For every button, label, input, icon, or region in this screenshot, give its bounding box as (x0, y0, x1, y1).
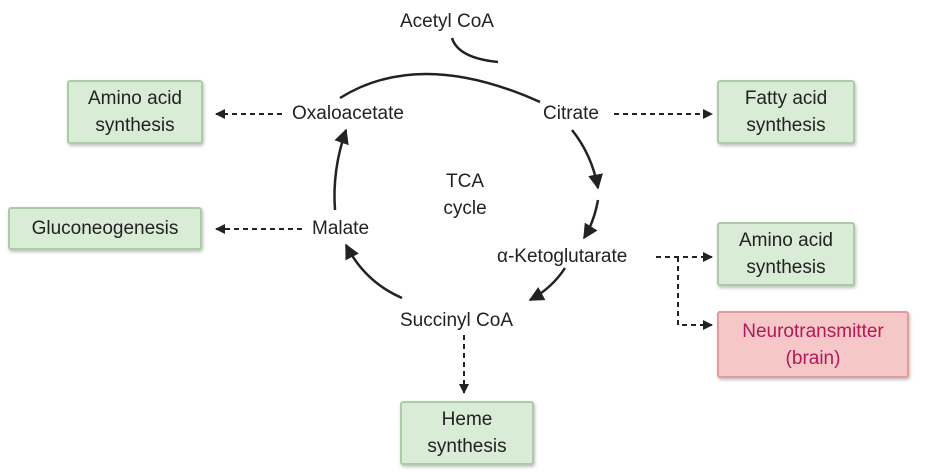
amino-acid-synthesis-left-box: Amino acid synthesis (67, 80, 203, 144)
tca-cycle-label: TCA cycle (420, 168, 510, 222)
acetyl-coa-label: Acetyl CoA (400, 11, 494, 32)
arc-oxaloacetate-to-citrate (339, 72, 541, 104)
tca-cycle-label-line1: TCA (446, 171, 484, 192)
box-line1: Heme (441, 409, 493, 430)
oxaloacetate-label: Oxaloacetate (292, 103, 404, 124)
box-line1: Gluconeogenesis (31, 218, 179, 239)
neurotransmitter-brain-box: Neurotransmitter (brain) (717, 311, 909, 378)
box-line2: (brain) (785, 347, 841, 369)
box-line2: synthesis (427, 436, 507, 457)
box-line2: synthesis (95, 115, 175, 136)
dashed-arrow-to-neurotransmitter (677, 257, 713, 330)
tca-cycle-label-line2: cycle (443, 198, 487, 219)
box-line1: Amino acid (88, 88, 182, 109)
gluconeogenesis-box: Gluconeogenesis (8, 207, 202, 250)
arc-citrate-to-ketoglutarate-1 (571, 129, 603, 190)
arc-citrate-to-ketoglutarate-2 (582, 199, 600, 240)
malate-label: Malate (312, 218, 370, 239)
heme-synthesis-box: Heme synthesis (400, 401, 534, 465)
succinyl-coa-label: Succinyl CoA (400, 310, 513, 331)
citrate-label: Citrate (543, 103, 599, 124)
box-line1: Neurotransmitter (742, 320, 884, 342)
box-line1: Fatty acid (744, 88, 828, 109)
box-line1: Amino acid (739, 230, 833, 251)
ketoglutarate-label: α-Ketoglutarate (497, 246, 628, 267)
box-line2: synthesis (746, 257, 826, 278)
amino-acid-synthesis-right-box: Amino acid synthesis (717, 222, 855, 286)
fatty-acid-synthesis-box: Fatty acid synthesis (717, 80, 855, 144)
box-line2: synthesis (746, 115, 826, 136)
arc-ketoglutarate-to-succinyl-coa (528, 267, 567, 302)
arc-succinyl-coa-to-malate (344, 243, 403, 300)
arc-malate-to-oxaloacetate (333, 128, 349, 211)
acetyl-coa-entry-line (450, 37, 499, 64)
